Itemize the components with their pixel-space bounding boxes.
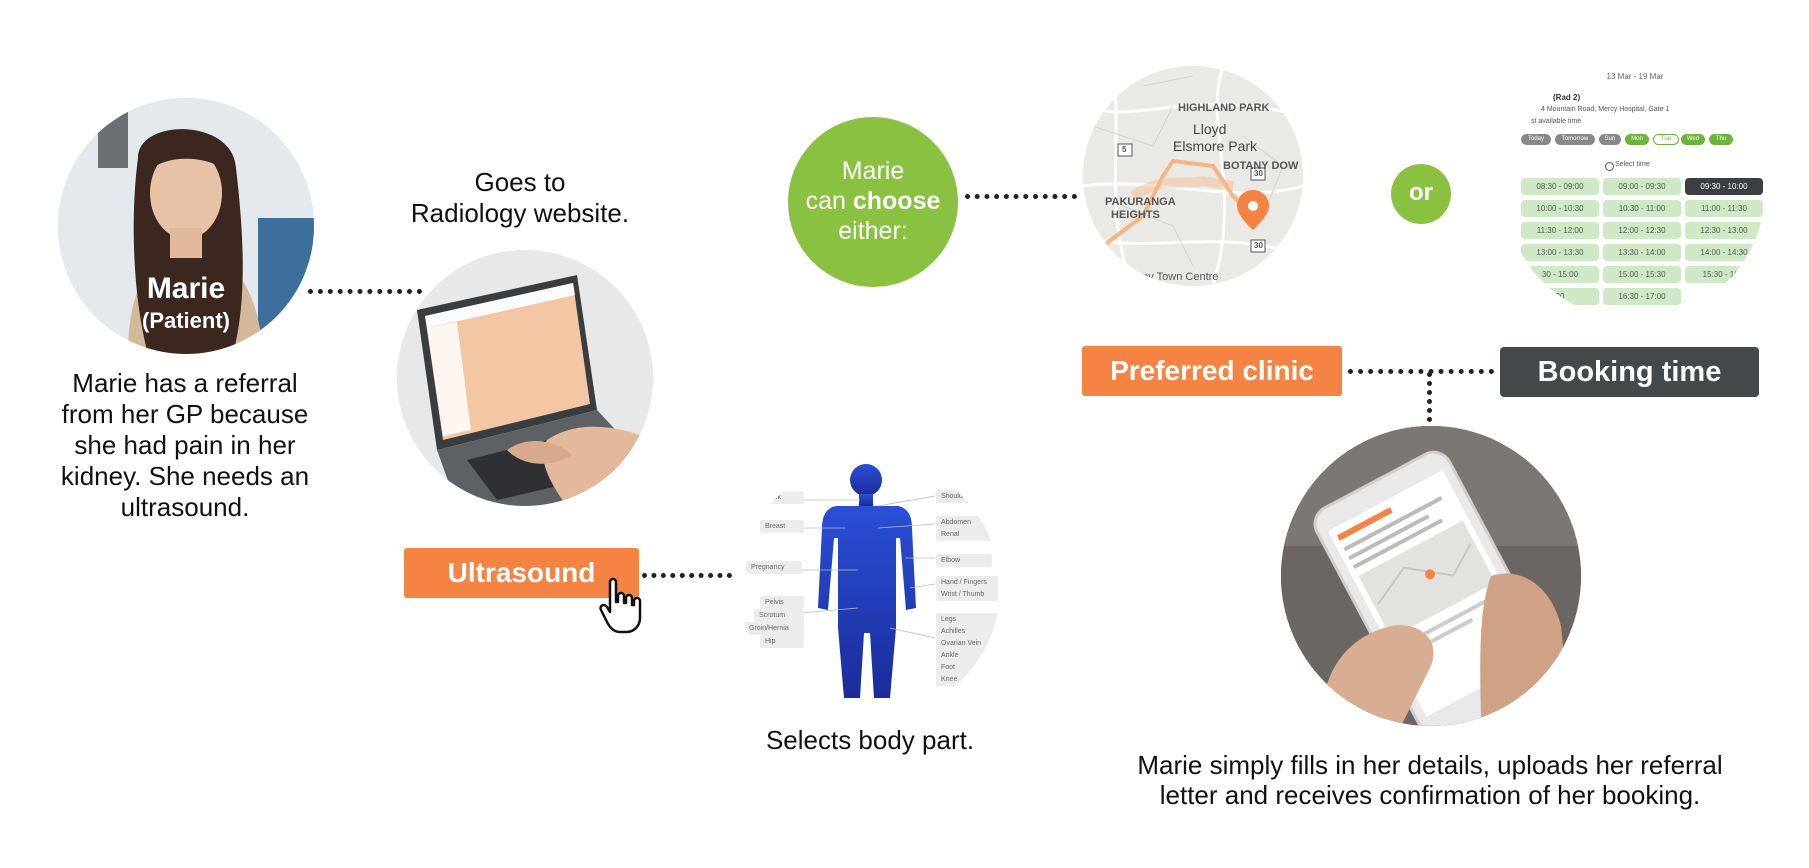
website-step-line1: Goes to	[474, 167, 566, 197]
choose-bubble: Marie can choose either:	[788, 117, 958, 287]
map-label-road-30b: 30	[1254, 241, 1263, 250]
slot-1400[interactable]: 14:00 - 14:30	[1685, 244, 1763, 261]
map-label-highland-park: HIGHLAND PARK	[1178, 102, 1270, 114]
patient-name: Marie	[146, 272, 226, 305]
patient-description: Marie has a referral from her GP because…	[60, 368, 310, 522]
body-part-label-pregnancy[interactable]: Pregnancy	[746, 561, 802, 574]
phone-photo	[1281, 426, 1581, 726]
slot-1600[interactable]: 30	[1521, 288, 1599, 305]
body-part-label-hip[interactable]: Hip	[760, 635, 804, 648]
ultrasound-button[interactable]: Ultrasound	[404, 548, 639, 598]
day-tomorrow[interactable]: Tomorrow	[1555, 134, 1595, 145]
body-part-caption: Selects body part.	[765, 725, 975, 755]
calendar-address: 4 Mountain Road, Mercy Hospital, Gate 1	[1541, 106, 1670, 113]
body-part-label-knee[interactable]: Knee	[936, 673, 998, 686]
slot-1500[interactable]: 15:00 - 15:30	[1603, 266, 1681, 283]
website-step-line2: Radiology website.	[410, 198, 630, 228]
calendar-rad: (Rad 2)	[1553, 93, 1581, 102]
slot-1030[interactable]: 10:30 - 11:00	[1603, 200, 1681, 217]
slot-0930-selected[interactable]: 09:30 - 10:00	[1685, 178, 1763, 195]
day-thu[interactable]: Thu	[1709, 134, 1733, 145]
slot-1530[interactable]: 15:30 - 16:0	[1685, 266, 1763, 283]
patient-illustration	[58, 98, 314, 354]
or-label: or	[1409, 179, 1433, 206]
slot-1230[interactable]: 12:30 - 13:00	[1685, 222, 1763, 239]
map-illustration	[1083, 66, 1303, 286]
slot-0830[interactable]: 08:30 - 09:00	[1521, 178, 1599, 195]
day-sun[interactable]: Sun	[1599, 134, 1621, 145]
slot-1300[interactable]: 13:00 - 13:30	[1521, 244, 1599, 261]
body-part-label-groin[interactable]: Groin/Hernia	[744, 622, 804, 635]
final-step-line2: letter and receives confirmation of her …	[1159, 780, 1701, 810]
body-part-label-breast[interactable]: Breast	[760, 520, 804, 533]
body-part-label-legs[interactable]: Legs	[936, 613, 998, 626]
body-part-label-scrotum[interactable]: Scrotum	[754, 609, 804, 622]
choose-line1: Marie	[841, 157, 905, 185]
choose-line2-bold: choose	[852, 187, 941, 215]
clock-icon	[1605, 162, 1614, 171]
calendar-available: st available time	[1531, 118, 1582, 125]
calendar-select-time: Select time	[1615, 161, 1650, 168]
day-tue[interactable]: Tue	[1653, 134, 1679, 145]
connector-choose-map	[965, 194, 1077, 199]
slot-1200[interactable]: 12:00 - 12:30	[1603, 222, 1681, 239]
calendar-range: 13 Mar - 19 Mar	[1606, 72, 1664, 81]
patient-role: (Patient)	[142, 308, 230, 333]
body-part-label-ankle[interactable]: Ankle	[936, 649, 998, 662]
choose-line2: can choose	[788, 187, 958, 216]
map-label-heights: HEIGHTS	[1111, 209, 1160, 221]
map-label-town-centre: tany Town Centre	[1133, 271, 1219, 283]
connector-to-phone	[1427, 372, 1432, 422]
map-label-pakuranga: PAKURANGA	[1105, 196, 1176, 208]
or-bubble: or	[1391, 164, 1451, 224]
body-part-label-elbow[interactable]: Elbow	[936, 554, 992, 567]
day-mon[interactable]: Mon	[1625, 134, 1649, 145]
body-part-label-renal[interactable]: Renal	[936, 528, 992, 541]
body-part-label-abdomen[interactable]: Abdomen	[936, 516, 992, 529]
body-part-label-wrist[interactable]: Wrist / Thumb	[936, 588, 998, 601]
map-label-lloyd: Lloyd	[1193, 121, 1227, 137]
phone-illustration	[1281, 426, 1581, 726]
hand-cursor-icon	[598, 576, 644, 639]
body-part-label-foot[interactable]: Foot	[936, 661, 998, 674]
body-part-label-pelvis[interactable]: Pelvis	[760, 596, 804, 609]
slot-1000[interactable]: 10:00 - 10:30	[1521, 200, 1599, 217]
body-part-label-ovarian-vein[interactable]: Ovarian Vein	[936, 637, 998, 650]
map-label-road-30a: 30	[1254, 169, 1263, 178]
body-part-selector: Neck Breast Pregnancy Pelvis Scrotum Gro…	[740, 458, 1000, 718]
slot-0900[interactable]: 09:00 - 09:30	[1603, 178, 1681, 195]
body-part-label-hand[interactable]: Hand / Fingers	[936, 576, 998, 589]
map-label-botany-downs: BOTANY DOW	[1223, 160, 1299, 172]
final-step-line1: Marie simply fills in her details, uploa…	[1137, 750, 1723, 780]
map-label-road-5: 5	[1122, 145, 1127, 154]
slot-1130[interactable]: 11:30 - 12:00	[1521, 222, 1599, 239]
patient-photo: Marie (Patient)	[58, 98, 314, 354]
slot-1630[interactable]: 16:30 - 17:00	[1603, 288, 1681, 305]
day-today[interactable]: Today	[1521, 134, 1551, 145]
preferred-clinic-button[interactable]: Preferred clinic	[1082, 346, 1342, 396]
choose-line3: either:	[838, 217, 908, 245]
body-figure-icon	[795, 464, 936, 698]
booking-calendar: 13 Mar - 19 Mar (Rad 2) 4 Mountain Road,…	[1505, 60, 1765, 320]
connector-patient-website	[308, 289, 422, 294]
day-wed[interactable]: Wed	[1681, 134, 1705, 145]
connector-ultrasound-bodypart	[642, 573, 732, 578]
laptop-illustration	[397, 250, 653, 506]
body-part-label-neck[interactable]: Neck	[760, 491, 804, 504]
laptop-photo	[397, 250, 653, 506]
body-part-label-shoulder[interactable]: Shoulder	[936, 490, 992, 503]
booking-time-button[interactable]: Booking time	[1500, 347, 1759, 397]
choose-line2-prefix: can	[805, 187, 853, 215]
body-part-label-achilles[interactable]: Achilles	[936, 625, 998, 638]
slot-1100[interactable]: 11:00 - 11:30	[1685, 200, 1763, 217]
slot-1330[interactable]: 13:30 - 14:00	[1603, 244, 1681, 261]
map-label-elsmore-park: Elsmore Park	[1173, 138, 1258, 154]
slot-1430[interactable]: 30 - 15:00	[1521, 266, 1599, 283]
connector-clinic-booking	[1348, 369, 1494, 374]
clinic-map: HIGHLAND PARK Lloyd Elsmore Park BOTANY …	[1083, 66, 1303, 286]
